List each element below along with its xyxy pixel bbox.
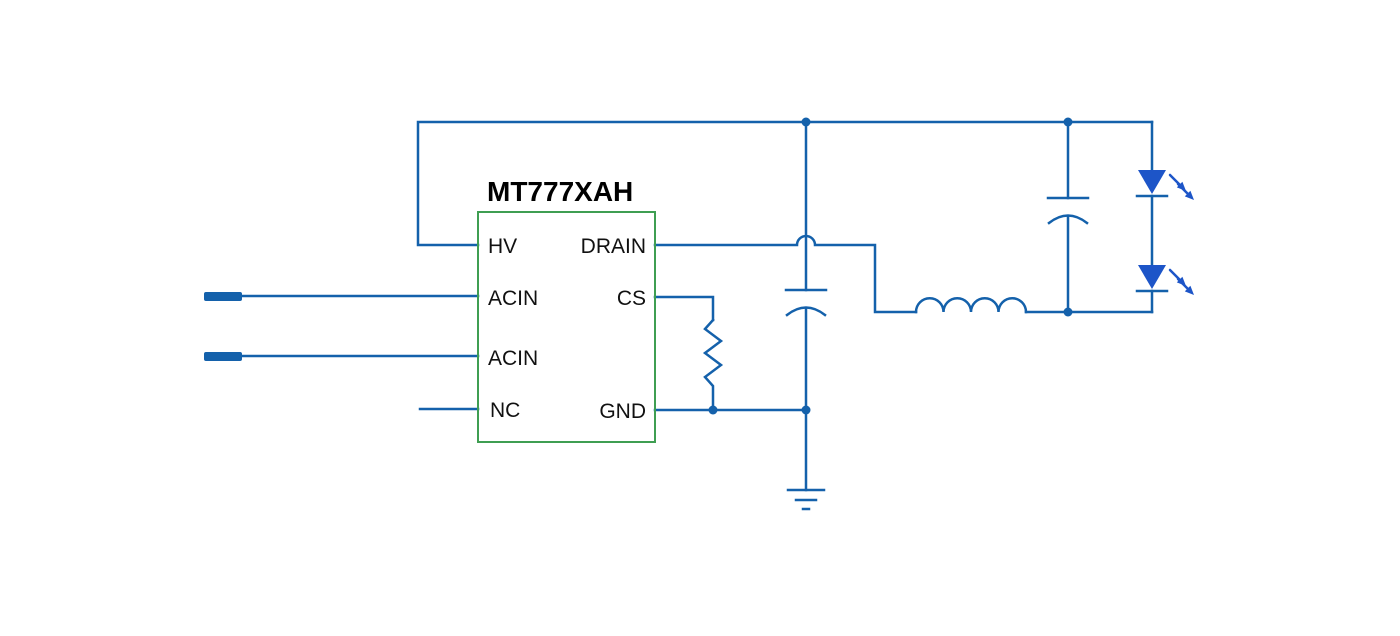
terminal-acin-top bbox=[204, 292, 242, 301]
wire-group bbox=[240, 120, 1169, 511]
led-bottom-arrowhead bbox=[1176, 276, 1186, 286]
pin-label-nc: NC bbox=[490, 399, 520, 422]
wire-drain bbox=[653, 234, 918, 314]
ground-symbol bbox=[786, 488, 826, 511]
pin-label-acin-bottom: ACIN bbox=[488, 347, 538, 370]
ic-title: MT777XAH bbox=[487, 176, 633, 207]
led-top-arrowhead bbox=[1184, 190, 1194, 200]
resistor-symbol bbox=[702, 318, 724, 412]
pin-label-acin-top: ACIN bbox=[488, 287, 538, 310]
pin-label-cs: CS bbox=[617, 287, 646, 310]
pin-label-gnd: GND bbox=[599, 400, 646, 423]
led-group bbox=[1138, 170, 1194, 295]
junction-dot bbox=[801, 405, 811, 415]
terminal-acin-bottom bbox=[204, 352, 242, 361]
led-top-triangle bbox=[1138, 170, 1166, 194]
led-emission-group bbox=[1168, 173, 1190, 291]
label-group: MT777XAH HV ACIN ACIN NC DRAIN CS GND bbox=[487, 176, 646, 423]
ic-outline bbox=[477, 211, 656, 443]
pin-label-drain: DRAIN bbox=[581, 235, 646, 258]
led-bottom-arrowhead bbox=[1184, 285, 1194, 295]
junction-dot bbox=[708, 405, 718, 415]
junction-dot bbox=[1063, 307, 1073, 317]
wire-cs bbox=[653, 295, 715, 322]
inductor-symbol bbox=[914, 297, 1028, 314]
wire-hv-top-bus bbox=[416, 120, 1154, 247]
junction-group bbox=[204, 117, 1073, 415]
led-bottom-triangle bbox=[1138, 265, 1166, 289]
pin-label-hv: HV bbox=[488, 235, 517, 258]
junction-dot bbox=[801, 117, 811, 127]
junction-dot bbox=[1063, 117, 1073, 127]
led-top-arrowhead bbox=[1176, 181, 1186, 191]
